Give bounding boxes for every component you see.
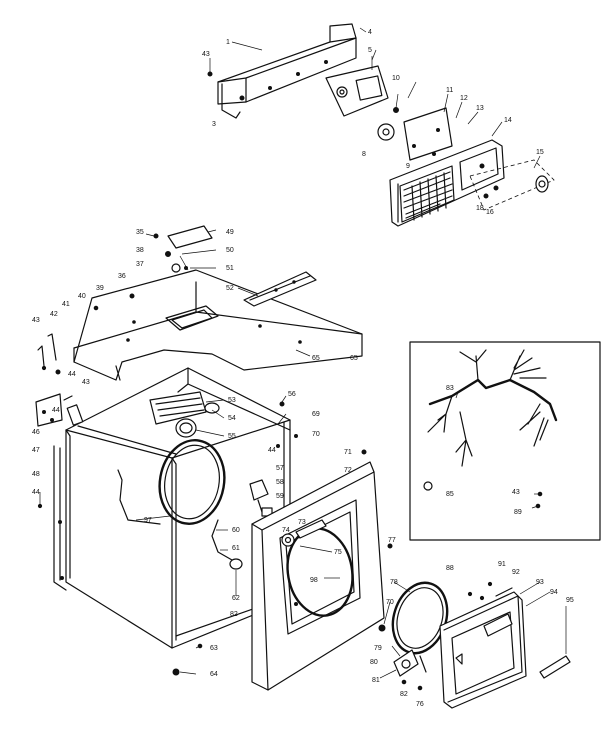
callout-70a: 70 [312,431,320,438]
tub-ring [158,439,226,525]
callout-75: 75 [334,549,342,556]
callout-54: 54 [228,415,236,422]
callout-51: 51 [226,265,234,272]
water-inlet-valve [149,391,220,438]
callout-13: 13 [476,105,484,112]
callout-89: 89 [514,509,522,516]
callout-44c: 44 [268,447,276,454]
callout-63: 63 [210,645,218,652]
callout-93: 93 [536,579,544,586]
callout-38: 38 [136,247,144,254]
leader-lines [135,49,551,679]
door [439,581,527,709]
callout-labels: 1 3 4 5 8 9 10 11 12 13 14 15 16 18 35 3… [32,29,574,708]
hinge-bracket [243,271,317,307]
control-panel [389,139,505,227]
callout-73: 73 [298,519,306,526]
callout-43d: 43 [512,489,520,496]
callout-69: 69 [312,411,320,418]
callout-60: 60 [232,527,240,534]
callout-37: 37 [136,261,144,268]
callout-83: 83 [446,385,454,392]
callout-80: 80 [370,659,378,666]
callout-57: 57 [276,465,284,472]
switch-assembly [377,93,479,161]
callout-71: 71 [344,449,352,456]
callout-53: 53 [228,397,236,404]
callout-48: 48 [32,471,40,478]
callout-59: 59 [276,493,284,500]
callout-9: 9 [406,163,410,170]
callout-85: 85 [446,491,454,498]
callout-74: 74 [282,527,290,534]
callout-5: 5 [368,47,372,54]
callout-77: 77 [388,537,396,544]
callout-65b: 65 [350,355,358,362]
front-panel [251,461,385,691]
callout-94: 94 [550,589,558,596]
callout-44a: 44 [68,371,76,378]
callout-72: 72 [344,467,352,474]
callout-91: 91 [498,561,506,568]
callout-4: 4 [368,29,372,36]
callout-18: 18 [476,205,484,212]
control-panel-grille [399,165,455,223]
callout-41: 41 [62,301,70,308]
callout-49: 49 [226,229,234,236]
callout-43a: 43 [202,51,210,58]
callout-42: 42 [50,311,58,318]
callout-15: 15 [536,149,544,156]
callout-92: 92 [512,569,520,576]
wire-harness-inset [409,341,601,541]
callout-56: 56 [288,391,296,398]
callout-36: 36 [118,273,126,280]
callout-78: 78 [390,579,398,586]
callout-50: 50 [226,247,234,254]
console-backsplash [207,23,367,119]
callout-3: 3 [212,121,216,128]
callout-76: 76 [416,701,424,708]
callout-44b: 44 [52,407,60,414]
callout-65: 65 [312,355,320,362]
callout-44d: 44 [32,489,40,496]
callout-58: 58 [276,479,284,486]
callout-79: 79 [374,645,382,652]
callout-55: 55 [228,433,236,440]
callout-43c: 43 [82,379,90,386]
door-hinge-and-latch [378,543,427,691]
callout-95: 95 [566,597,574,604]
callout-39: 39 [96,285,104,292]
cabinet-left-side-panel [53,445,67,591]
callout-82b: 82 [230,611,238,618]
callout-47: 47 [32,447,40,454]
callout-35: 35 [136,229,144,236]
callout-43b: 43 [32,317,40,324]
callout-52: 52 [226,285,234,292]
callout-81: 81 [372,677,380,684]
callout-98: 98 [310,577,318,584]
callout-1: 1 [226,39,230,46]
callout-16: 16 [486,209,494,216]
callout-88: 88 [446,565,454,572]
callout-64: 64 [210,671,218,678]
callout-40: 40 [78,293,86,300]
left-brackets [35,333,84,509]
callout-12: 12 [460,95,468,102]
callout-14: 14 [504,117,512,124]
door-handle-strip [539,606,571,679]
callout-10: 10 [392,75,400,82]
callout-62: 62 [232,595,240,602]
top-cover [73,269,363,381]
knob-assembly [469,155,555,211]
callout-61: 61 [232,545,240,552]
callout-46: 46 [32,429,40,436]
callout-82a: 82 [400,691,408,698]
callout-97: 97 [144,517,152,524]
callout-11: 11 [446,87,453,94]
timer-assembly [325,56,389,117]
callout-70b: 70 [386,599,394,606]
callout-8: 8 [362,151,366,158]
